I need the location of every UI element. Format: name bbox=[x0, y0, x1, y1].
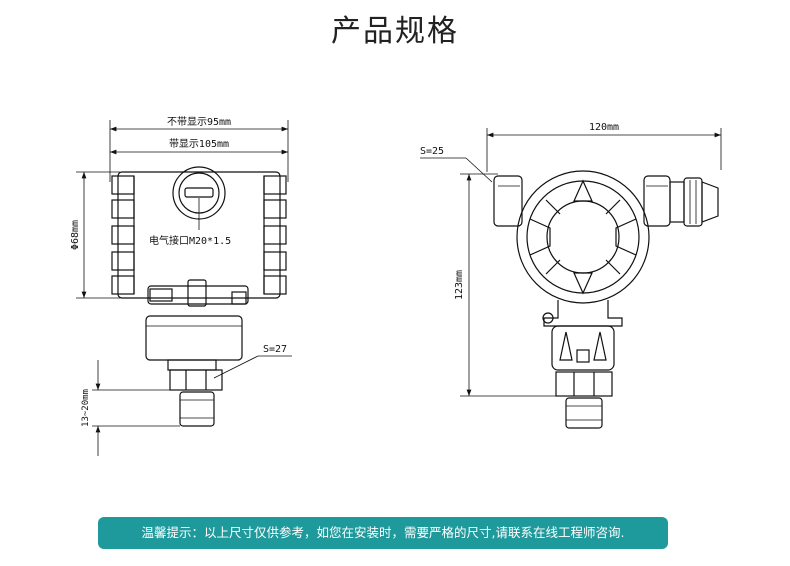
dim-width-display-label: 带显示105mm bbox=[169, 138, 229, 150]
notice-banner: 温馨提示：以上尺寸仅供参考，如您在安装时，需要严格的尺寸,请联系在线工程师咨询. bbox=[98, 517, 668, 549]
dim-diameter-label: Φ68mm bbox=[70, 220, 81, 250]
connector-label: 电气接口M20*1.5 bbox=[149, 234, 231, 247]
wrench-size-left-label: S=27 bbox=[263, 344, 287, 355]
dim-width-no-display-label: 不带显示95mm bbox=[167, 116, 231, 128]
thread-length-label: 13~20mm bbox=[81, 389, 91, 427]
dim-height-label: 123mm bbox=[454, 270, 465, 300]
right-view-drawing bbox=[420, 128, 722, 429]
left-view-drawing bbox=[76, 120, 292, 456]
wrench-size-right-label: S=25 bbox=[420, 146, 444, 157]
dim-width-right-label: 120mm bbox=[589, 122, 619, 133]
page-title: 产品规格 bbox=[331, 14, 459, 49]
